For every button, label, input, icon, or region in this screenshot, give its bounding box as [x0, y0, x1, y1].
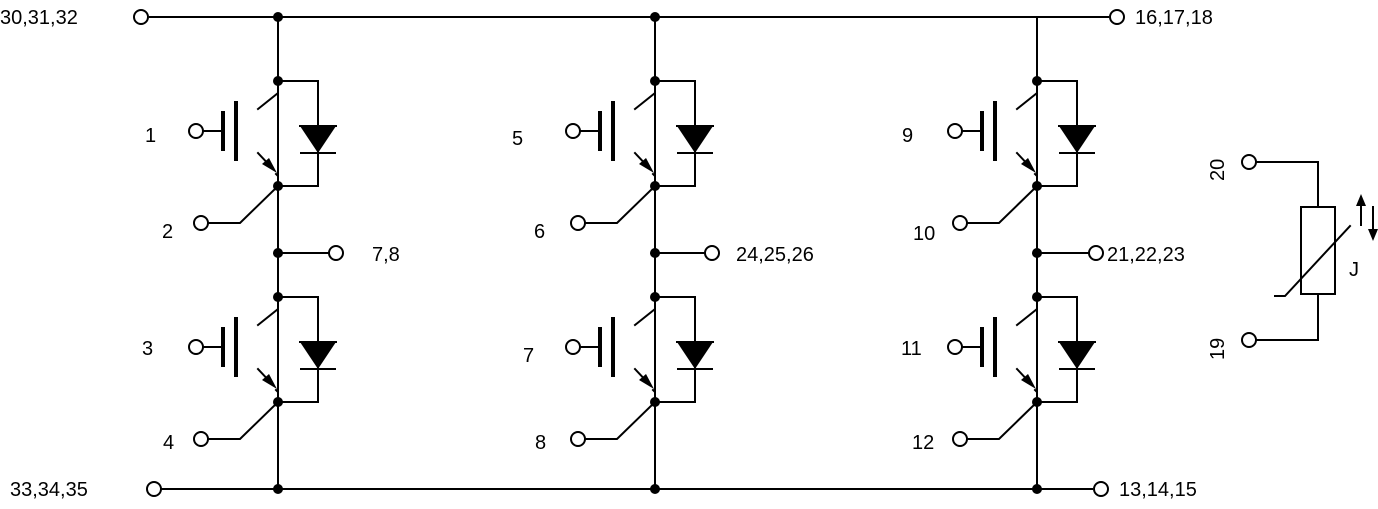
label-thermistor-j: J: [1349, 259, 1359, 281]
terminal-leg-3-output: [1088, 245, 1104, 261]
terminal-top-right: [1109, 9, 1125, 25]
label-leg-2-lower-emitter: 8: [535, 432, 546, 454]
label-leg-3-lower-emitter: 12: [912, 432, 934, 454]
leg-2: 24,25,26 5 6 7 8: [512, 12, 814, 494]
label-leg-1-upper-gate: 1: [145, 125, 156, 147]
terminal-bottom-left: [146, 481, 162, 497]
thermistor-slope: [1274, 224, 1352, 297]
label-thermistor-19: 19: [1207, 338, 1229, 360]
label-leg-2-lower-gate: 7: [523, 345, 534, 367]
label-leg-2-upper-gate: 5: [512, 128, 523, 150]
thermistor-body: [1300, 206, 1336, 295]
label-thermistor-20: 20: [1207, 159, 1229, 181]
terminal-leg-2-output: [704, 245, 720, 261]
ntc-thermistor: 20 19 J: [1207, 154, 1378, 360]
label-leg-2-output: 24,25,26: [736, 244, 814, 266]
leg-1: 7,8 1 2 3 4: [142, 12, 400, 494]
terminal-leg-1-output: [328, 245, 344, 261]
label-leg-3-upper-emitter: 10: [913, 223, 935, 245]
terminal-thermistor-20: [1241, 154, 1257, 170]
igbt-leg-1-lower: [188, 290, 338, 447]
label-leg-3-upper-gate: 9: [902, 125, 913, 147]
label-leg-1-lower-emitter: 4: [163, 432, 174, 454]
label-leg-1-lower-gate: 3: [142, 338, 153, 360]
label-top-right: 16,17,18: [1135, 7, 1213, 29]
igbt-leg-1-upper: [188, 74, 338, 231]
terminal-bottom-right: [1093, 481, 1109, 497]
label-leg-3-output: 21,22,23: [1107, 244, 1185, 266]
terminal-top-left: [133, 9, 149, 25]
terminal-thermistor-19: [1241, 332, 1257, 348]
igbt-leg-2-upper: [565, 74, 715, 231]
label-leg-2-upper-emitter: 6: [534, 221, 545, 243]
igbt-leg-3-upper: [947, 74, 1097, 231]
label-leg-1-output: 7,8: [372, 244, 400, 266]
igbt-leg-2-lower: [565, 290, 715, 447]
label-bottom-left: 33,34,35: [10, 479, 88, 501]
label-bottom-right: 13,14,15: [1119, 479, 1197, 501]
label-top-left: 30,31,32: [0, 7, 78, 29]
label-leg-3-lower-gate: 11: [901, 338, 922, 360]
temperature-arrows-icon: [1356, 194, 1378, 241]
label-leg-1-upper-emitter: 2: [162, 221, 173, 243]
leg-3: 21,22,23 9 10 11 12: [901, 16, 1185, 494]
igbt-leg-3-lower: [947, 290, 1097, 447]
